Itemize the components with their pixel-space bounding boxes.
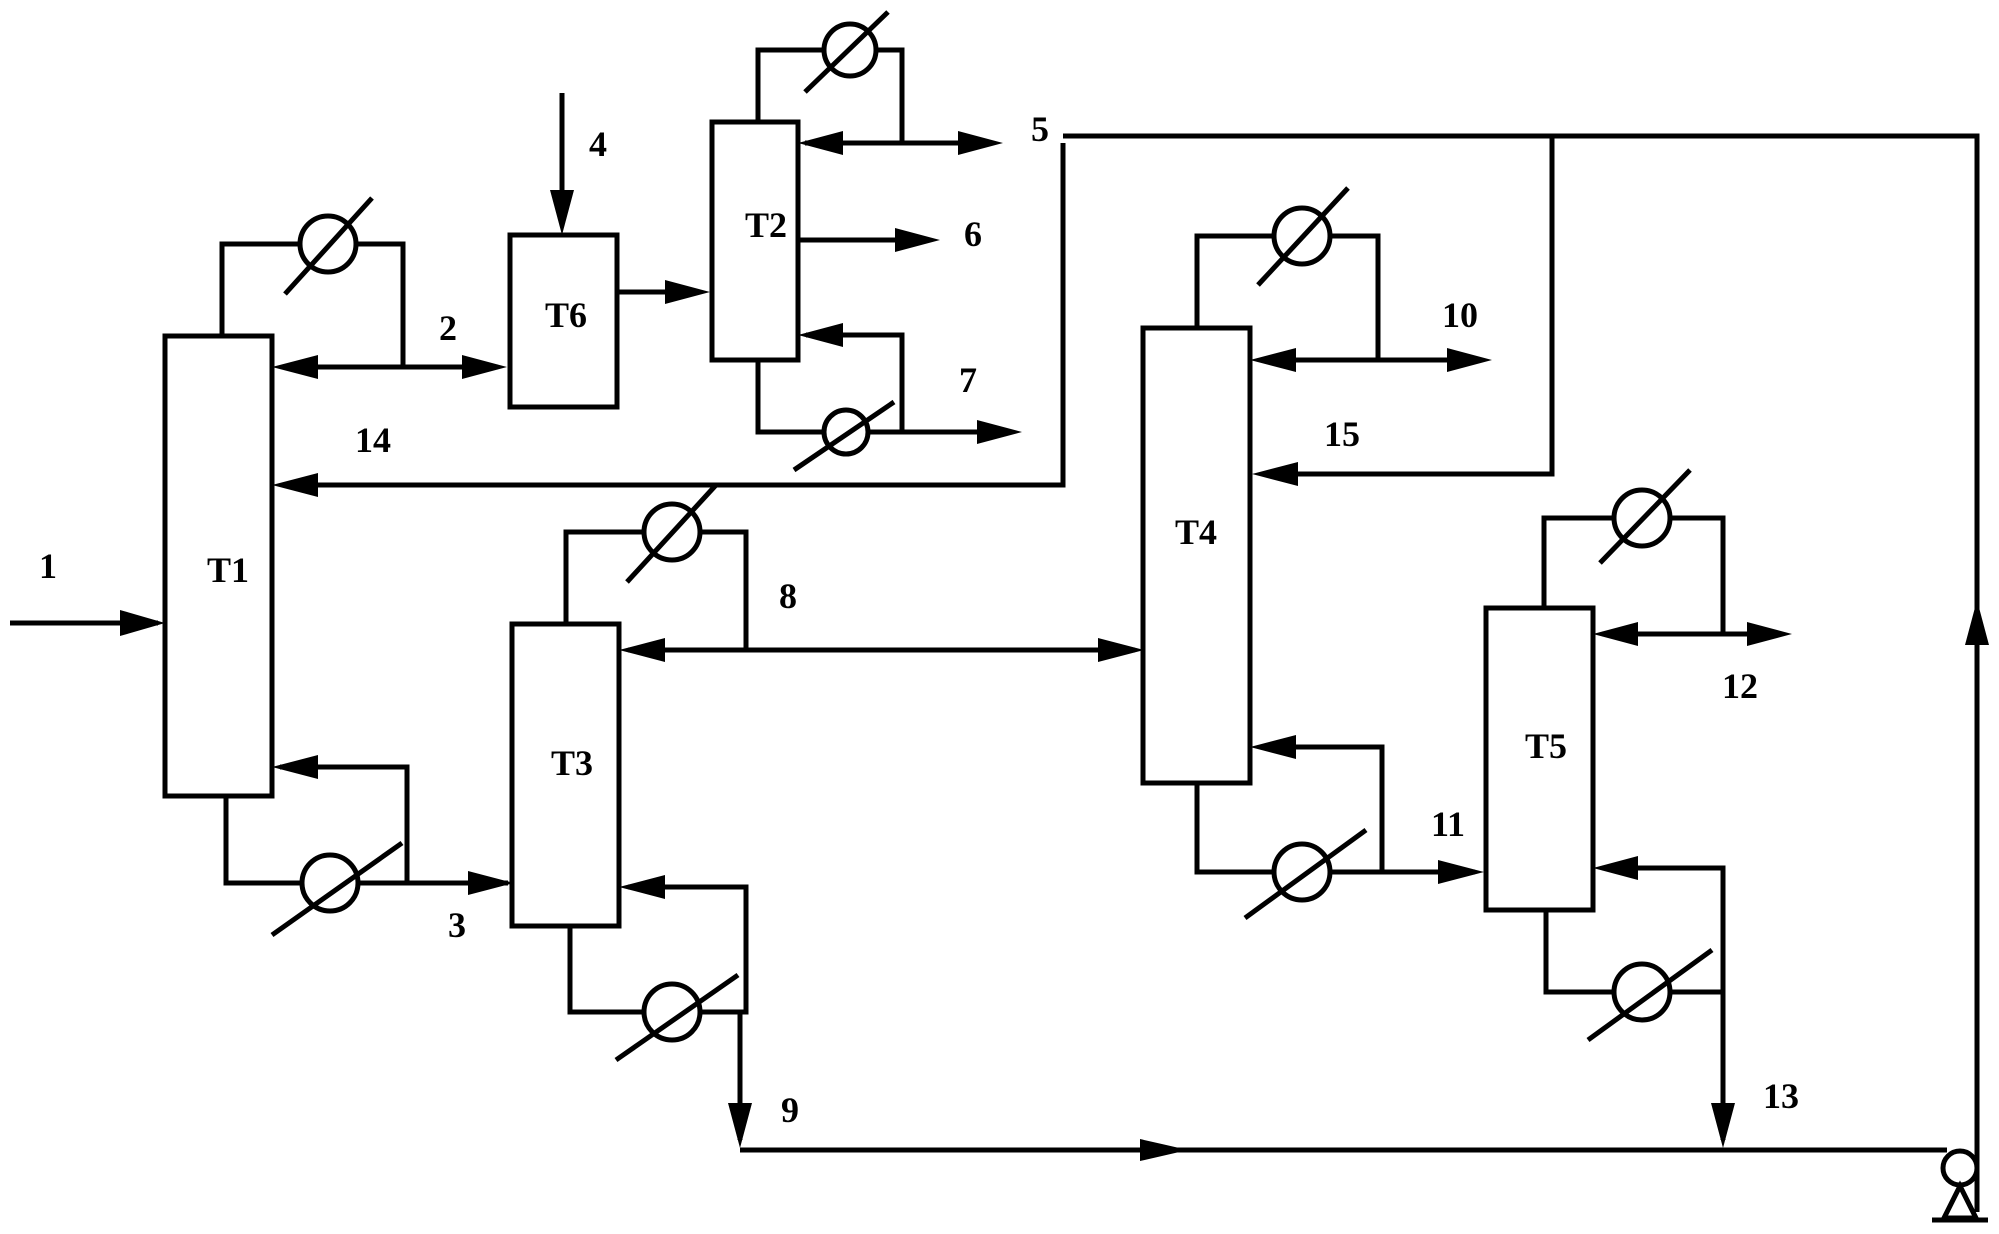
label-t2: T2 [745,205,787,245]
t3-reboiler [567,875,749,1063]
stream-2: 2 [272,308,507,379]
stream-5-top: 5 [798,109,1049,155]
stream-15: 15 [1252,136,1555,486]
stream-label-4: 4 [589,124,607,164]
stream-label-6: 6 [964,214,982,254]
stream-label-1: 1 [39,546,57,586]
stream-label-13: 13 [1763,1076,1799,1116]
recycle-main [1063,133,1980,1212]
stream-label-10: 10 [1442,295,1478,335]
stream-label-5: 5 [1031,109,1049,149]
t5-reboiler [1543,856,1726,1043]
stream-13: 13 [1711,992,1799,1148]
stream-11: 11 [1382,804,1484,884]
stream-7: 7 [902,360,1022,444]
stream-label-15: 15 [1324,414,1360,454]
label-t4: T4 [1175,512,1217,552]
stream-label-14: 14 [355,420,391,460]
t5-condenser [1541,468,1726,634]
t2-condenser [755,10,905,143]
stream-14: 14 [272,143,1066,497]
stream-4: 4 [550,93,607,235]
vessel-t6: T6 [507,232,620,410]
stream-9: 9 [728,1012,799,1148]
t3-condenser [563,483,749,650]
label-t6: T6 [545,295,587,335]
t1-condenser [219,196,406,367]
label-t1: T1 [207,550,249,590]
stream-6: 6 [798,214,982,254]
stream-label-2: 2 [439,308,457,348]
stream-3: 3 [407,871,514,945]
label-t5: T5 [1525,726,1567,766]
column-t4: T4 [1140,325,1253,786]
stream-12: 12 [1593,622,1792,706]
arrow-icon [120,610,165,636]
label-t3: T3 [551,743,593,783]
bottom-header [740,1139,1947,1161]
stream-label-9: 9 [781,1090,799,1130]
stream-label-7: 7 [959,360,977,400]
recycle-riser-arrow [1965,600,1989,645]
stream-label-11: 11 [1431,804,1465,844]
stream-label-3: 3 [448,905,466,945]
column-t3: T3 [509,621,622,929]
t6-to-t2 [617,280,710,304]
stream-8: 8 [619,576,1144,662]
stream-label-12: 12 [1722,666,1758,706]
t4-condenser [1194,186,1381,360]
stream-10: 10 [1250,295,1492,372]
column-t2: T2 [709,119,801,363]
column-t5: T5 [1483,605,1596,913]
column-t1: T1 [162,333,275,799]
pump-icon [1932,1148,1988,1223]
stream-label-8: 8 [779,576,797,616]
stream-1: 1 [10,546,165,636]
